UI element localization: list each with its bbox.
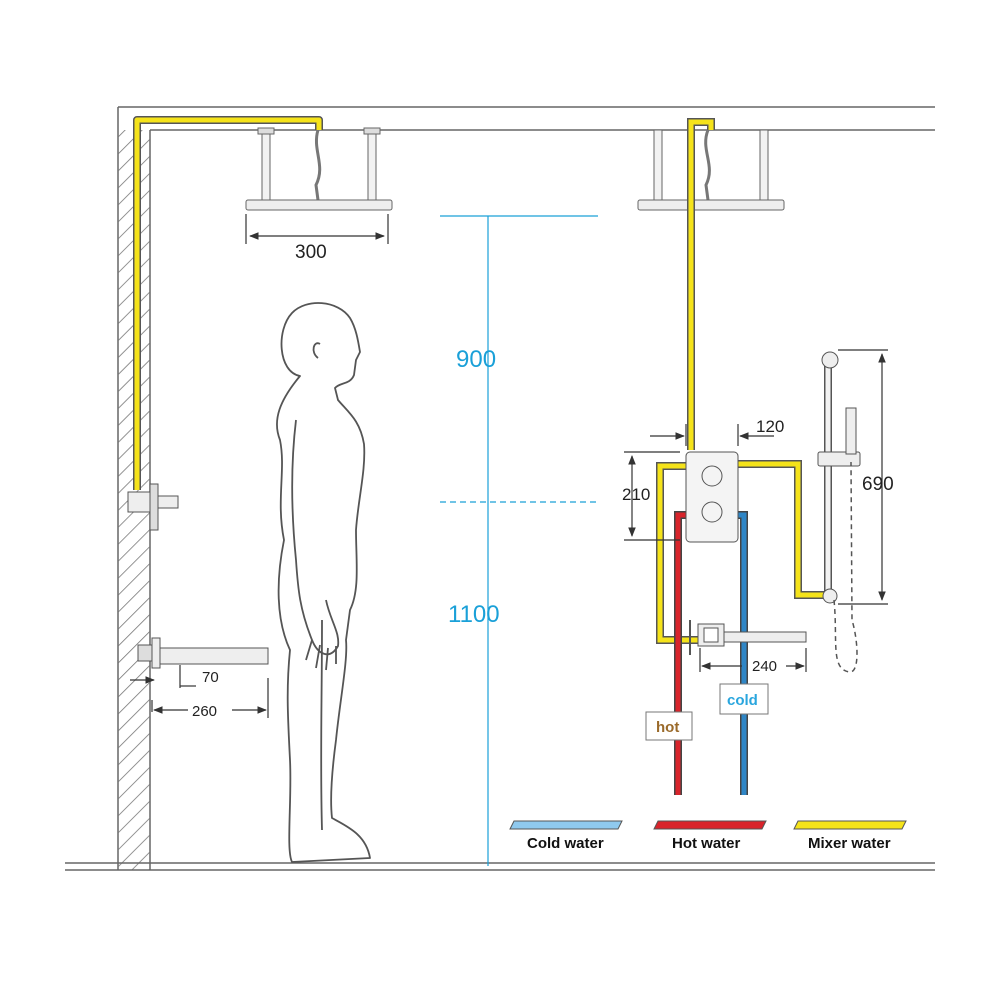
left-support-rod-2 (367, 129, 377, 201)
hot-pipe-outline (674, 511, 695, 795)
legend-label-hot: Hot water (672, 835, 741, 852)
dim-300-label: 300 (295, 242, 327, 263)
black-dimensions (130, 214, 888, 718)
cold-pipe (728, 512, 747, 795)
right-spout-body (723, 631, 807, 643)
right-mixer-pipe-to-head (688, 119, 714, 450)
legend-swatch-cold (509, 820, 623, 830)
left-valve-handle (157, 495, 179, 509)
right-support-rod-1 (653, 129, 663, 201)
right-tub-spout (689, 620, 807, 655)
right-valve-plate (685, 451, 739, 543)
right-mixer-pipe-to-rail (738, 461, 828, 598)
dimension-labels: 300 120 210 690 70 260 240 (192, 242, 894, 720)
left-rod-cap-2 (363, 127, 381, 135)
left-rod-cap-1 (257, 127, 275, 135)
legend-label-cold: Cold water (527, 835, 604, 852)
left-mixer-pipe (134, 117, 322, 490)
dim-120-label: 120 (756, 417, 784, 436)
left-tub-spout (137, 637, 269, 669)
rail-top-bracket (821, 351, 839, 369)
person-arm (291, 419, 340, 656)
hot-tag-label: hot (656, 719, 679, 736)
cold-tag: cold (719, 683, 769, 715)
left-spout-plate (151, 637, 161, 669)
valve-knob-top (701, 465, 723, 487)
left-spout-body (159, 647, 269, 665)
height-dimensions: 900 1100 (440, 215, 598, 866)
legend-item-cold-water: Cold water (509, 820, 623, 852)
right-spout-inner (703, 627, 719, 643)
legend-item-hot-water: Hot water (653, 820, 767, 852)
left-valve-plate (149, 483, 159, 531)
right-support-rod-2 (759, 129, 769, 201)
dim-210-label: 210 (622, 485, 650, 504)
shower-hose (833, 461, 858, 673)
right-mixer-pipe-to-rail-outline (738, 460, 828, 599)
hand-shower (845, 407, 857, 455)
person-ear (312, 342, 321, 359)
hot-tag: hot (645, 711, 693, 741)
right-hose (704, 129, 711, 201)
person-leg-line (320, 619, 323, 831)
valve-knob-bottom (701, 501, 723, 523)
left-spout-mount (137, 644, 153, 662)
legend-swatch-mixer (793, 820, 907, 830)
dim-690-label: 690 (862, 474, 894, 495)
dim-lower-label: 1100 (448, 601, 500, 628)
rail-bottom-bracket (822, 588, 838, 604)
dim-upper-label: 900 (456, 346, 496, 373)
dim-70-label: 70 (202, 669, 219, 686)
person-outline (276, 302, 371, 863)
hand-shower-holder (817, 451, 861, 467)
left-rain-shower-head (245, 127, 393, 211)
mixer-water-pipes (133, 116, 828, 644)
left-shower-plate (245, 199, 393, 211)
person-fingers (305, 639, 337, 671)
right-rain-shower-head (637, 129, 785, 211)
person-silhouette (276, 302, 371, 863)
right-shower-plate (637, 199, 785, 211)
supply-pipes (674, 511, 748, 795)
cold-tag-label: cold (727, 692, 758, 709)
legend-item-mixer-water: Mixer water (793, 820, 907, 852)
left-hose (314, 129, 322, 201)
legend: Cold water Hot water Mixer water (509, 820, 907, 852)
slide-rail (817, 351, 861, 673)
dim-240-label: 240 (752, 658, 777, 675)
left-wall-valve (127, 483, 179, 531)
left-support-rod-1 (261, 129, 271, 201)
building-structure (65, 106, 935, 871)
dim-260-label: 260 (192, 703, 217, 720)
legend-swatch-hot (653, 820, 767, 830)
legend-label-mixer: Mixer water (808, 835, 891, 852)
right-thermostatic-valve (685, 451, 739, 543)
left-valve-body (127, 491, 151, 513)
left-mixer-pipe-outline (133, 116, 323, 490)
